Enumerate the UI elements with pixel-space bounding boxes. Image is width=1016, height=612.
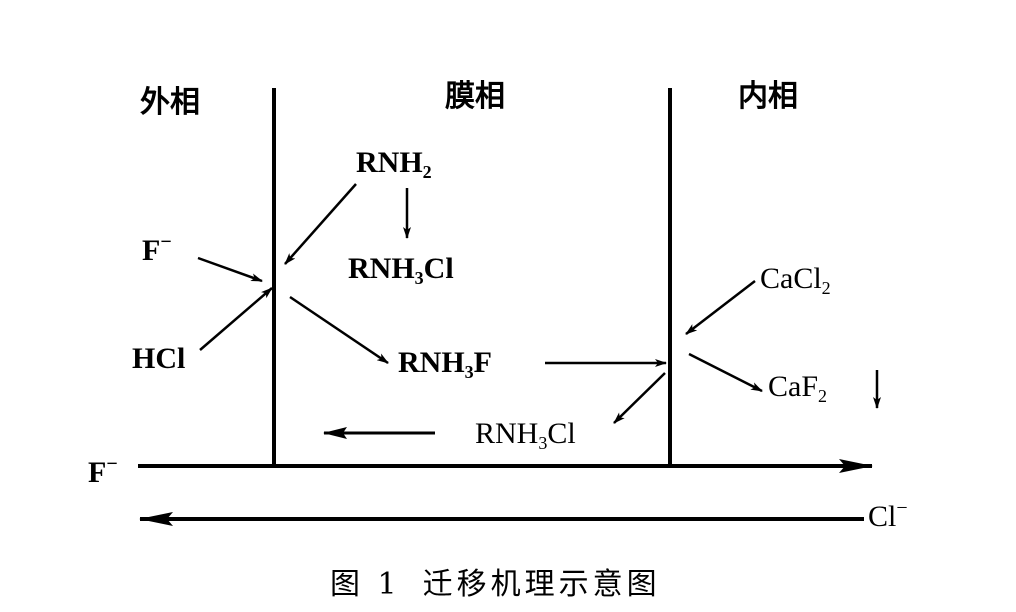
arrow-cacl2-to-interface (685, 280, 756, 335)
flow-label-cl-minus: Cl− (868, 497, 908, 533)
arrow-rnh2-to-interface (284, 183, 357, 265)
figure-title: 迁移机理示意图 (423, 567, 661, 602)
arrow-interface-to-rnh3cl (613, 372, 666, 424)
membrane-phase-label: 膜相 (445, 79, 505, 114)
flow-label-f-minus: F− (88, 453, 118, 489)
species-rnh3f: RNH3F (398, 346, 492, 382)
arrow-f-minus-to-interface (197, 256, 263, 283)
species-rnh3cl-membrane: RNH3Cl (348, 252, 454, 288)
species-caf2: CaF2 (768, 370, 827, 406)
species-rnh2: RNH2 (356, 146, 432, 182)
species-cacl2: CaCl2 (760, 262, 831, 298)
species-rnh3cl-return: RNH3Cl (475, 417, 576, 453)
arrow-interface-to-rnh3f (289, 295, 389, 365)
figure-number: 图 1 (330, 567, 401, 602)
species-hcl: HCl (132, 342, 185, 375)
species-f-minus-outer: F− (142, 231, 172, 267)
outer-phase-label: 外相 (140, 85, 200, 120)
figure-caption: 图 1 迁移机理示意图 (330, 567, 661, 602)
arrow-hcl-to-interface (199, 287, 273, 351)
arrow-interface-to-caf2 (688, 352, 763, 393)
inner-phase-label: 内相 (738, 79, 798, 114)
